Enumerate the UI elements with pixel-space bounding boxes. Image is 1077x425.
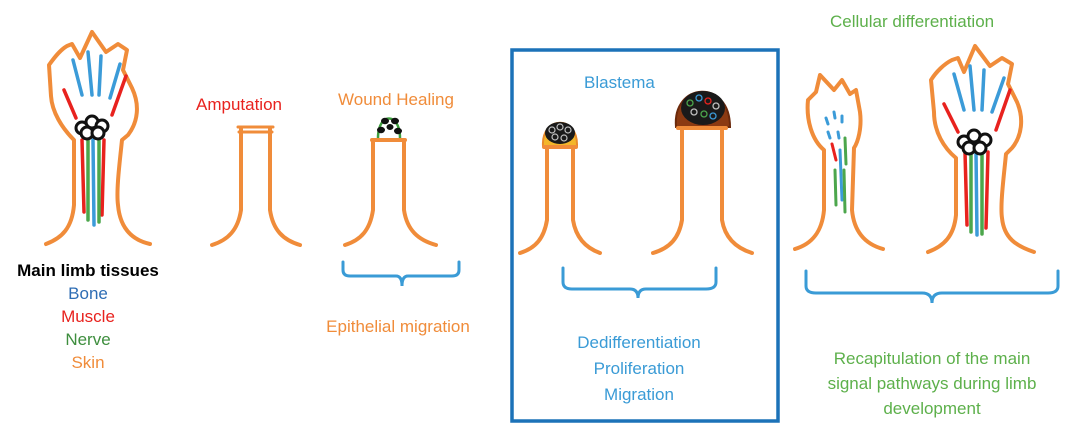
recapitulation-line: development bbox=[828, 396, 1037, 421]
regenerated-limb bbox=[928, 46, 1034, 252]
bone-line bbox=[73, 60, 82, 95]
amputation-cut bbox=[238, 127, 273, 132]
wound-healing-limb bbox=[345, 118, 436, 245]
muscle-line bbox=[82, 140, 84, 212]
legend: Main limb tissues Bone Muscle Nerve Skin bbox=[17, 259, 159, 374]
late-blastema-limb bbox=[653, 91, 752, 253]
recapitulation-label: Recapitulation of the main signal pathwa… bbox=[828, 346, 1037, 421]
intact-limb bbox=[46, 32, 150, 244]
legend-item-muscle: Muscle bbox=[17, 305, 159, 328]
stage-label-amputation: Amputation bbox=[196, 95, 282, 115]
muscle-line bbox=[102, 140, 104, 215]
muscle-line bbox=[64, 90, 76, 118]
bone-line bbox=[99, 56, 101, 95]
carpal-bones bbox=[76, 116, 108, 139]
early-blastema-limb bbox=[520, 122, 600, 253]
process-label-proliferation: Proliferation bbox=[577, 356, 701, 382]
differentiating-limb bbox=[795, 75, 883, 249]
stage-label-wound-healing: Wound Healing bbox=[338, 90, 454, 110]
legend-item-skin: Skin bbox=[17, 351, 159, 374]
process-label-migration: Migration bbox=[577, 382, 701, 408]
stage-label-blastema: Blastema bbox=[584, 73, 655, 93]
recapitulation-line: Recapitulation of the main bbox=[828, 346, 1037, 371]
recapitulation-line: signal pathways during limb bbox=[828, 371, 1037, 396]
process-label-epithelial-migration: Epithelial migration bbox=[326, 317, 470, 337]
stage-label-cellular-differentiation: Cellular differentiation bbox=[830, 12, 994, 32]
bone-line bbox=[93, 140, 94, 225]
legend-title: Main limb tissues bbox=[17, 259, 159, 282]
legend-item-nerve: Nerve bbox=[17, 328, 159, 351]
blastema-process-list: Dedifferentiation Proliferation Migratio… bbox=[577, 330, 701, 408]
recapitulation-bracket bbox=[806, 271, 1058, 303]
blastema-bracket bbox=[563, 268, 716, 298]
legend-item-bone: Bone bbox=[17, 282, 159, 305]
process-label-dedifferentiation: Dedifferentiation bbox=[577, 330, 701, 356]
bone-line bbox=[88, 52, 92, 95]
amputated-limb bbox=[212, 127, 300, 245]
epithelial-migration-bracket bbox=[343, 262, 459, 286]
